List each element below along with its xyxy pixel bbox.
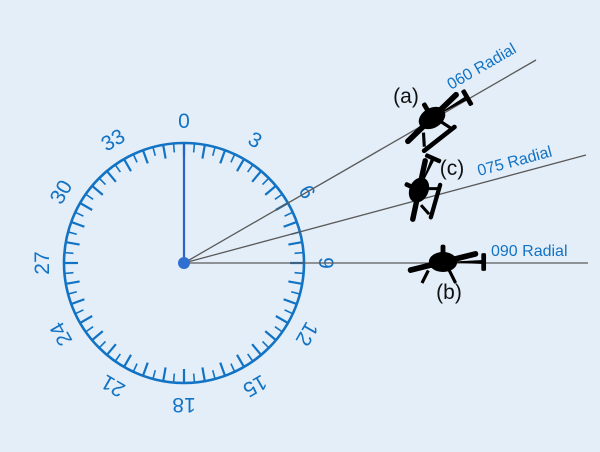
compass-tick: [68, 231, 77, 236]
compass-tick: [71, 298, 85, 305]
compass-tick: [201, 145, 206, 159]
compass-tick: [68, 290, 77, 295]
compass-tick: [201, 367, 206, 381]
compass-tick: [106, 343, 117, 355]
helicopter-b-label: (b): [436, 281, 462, 304]
compass-tick: [123, 159, 132, 172]
compass-tick: [264, 185, 276, 196]
compass-numeral-27: 27: [31, 251, 54, 274]
compass-tick: [152, 147, 157, 156]
compass-tick: [291, 290, 300, 295]
compass-tick: [251, 343, 262, 355]
compass-tick: [80, 315, 93, 324]
compass-tick: [219, 362, 226, 376]
compass-tick: [261, 340, 269, 348]
compass-tick: [247, 165, 253, 173]
radial-line-060: [183, 59, 537, 264]
compass-tick: [65, 271, 74, 275]
compass-tick: [65, 251, 74, 255]
station-hub: [178, 257, 190, 269]
compass-tick: [162, 145, 167, 159]
compass-tick: [294, 271, 303, 275]
compass-tick: [275, 315, 288, 324]
compass-tick: [92, 330, 104, 341]
compass-tick: [211, 147, 216, 156]
helicopter-c: [404, 153, 443, 222]
compass-tick: [132, 363, 138, 372]
compass-tick: [192, 144, 196, 153]
compass-tick: [66, 241, 80, 246]
compass-tick: [211, 370, 216, 379]
compass-tick: [283, 298, 297, 305]
compass-tick: [294, 251, 303, 255]
compass-numeral-0: 0: [178, 110, 190, 133]
compass-tick: [219, 150, 226, 164]
compass-tick: [152, 370, 157, 379]
compass-tick: [123, 354, 132, 367]
compass-tick: [99, 340, 107, 348]
compass-tick: [75, 211, 84, 217]
compass-tick: [230, 363, 236, 372]
compass-numeral-18: 18: [172, 393, 195, 416]
compass-tick: [115, 353, 121, 361]
compass-tick: [236, 354, 245, 367]
radial-label-090: 090 Radial: [491, 243, 568, 260]
helicopter-c-label: (c): [440, 157, 465, 180]
compass-tick: [80, 202, 93, 211]
compass-tick: [99, 178, 107, 186]
compass-tick: [288, 280, 302, 285]
compass-tick: [283, 221, 297, 228]
compass-tick: [162, 367, 167, 381]
helicopter-a-label: (a): [393, 85, 419, 108]
compass-tick: [236, 159, 245, 172]
compass-tick: [261, 178, 269, 186]
compass-tick: [251, 171, 262, 183]
compass-tick: [172, 373, 176, 382]
compass-tick: [247, 353, 253, 361]
compass-tick: [284, 309, 293, 315]
compass-tick: [142, 150, 149, 164]
compass-tick: [192, 373, 196, 382]
compass-tick: [288, 241, 302, 246]
compass-tick: [172, 144, 176, 153]
radial-lines: [183, 59, 588, 264]
compass-tick: [274, 326, 282, 332]
radial-line-075: [183, 154, 587, 264]
compass-tick: [284, 211, 293, 217]
compass-tick: [274, 194, 282, 200]
compass-tick: [86, 326, 94, 332]
compass-tick: [66, 280, 80, 285]
helicopter-b: [407, 244, 487, 284]
compass-tick: [106, 171, 117, 183]
compass-tick: [264, 330, 276, 341]
compass-tick: [230, 154, 236, 163]
compass-tick: [75, 309, 84, 315]
compass-tick: [132, 154, 138, 163]
helicopter-a: [405, 89, 474, 154]
compass-tick: [92, 185, 104, 196]
compass-tick: [71, 221, 85, 228]
compass-tick: [115, 165, 121, 173]
compass-tick: [86, 194, 94, 200]
compass-tick: [142, 362, 149, 376]
